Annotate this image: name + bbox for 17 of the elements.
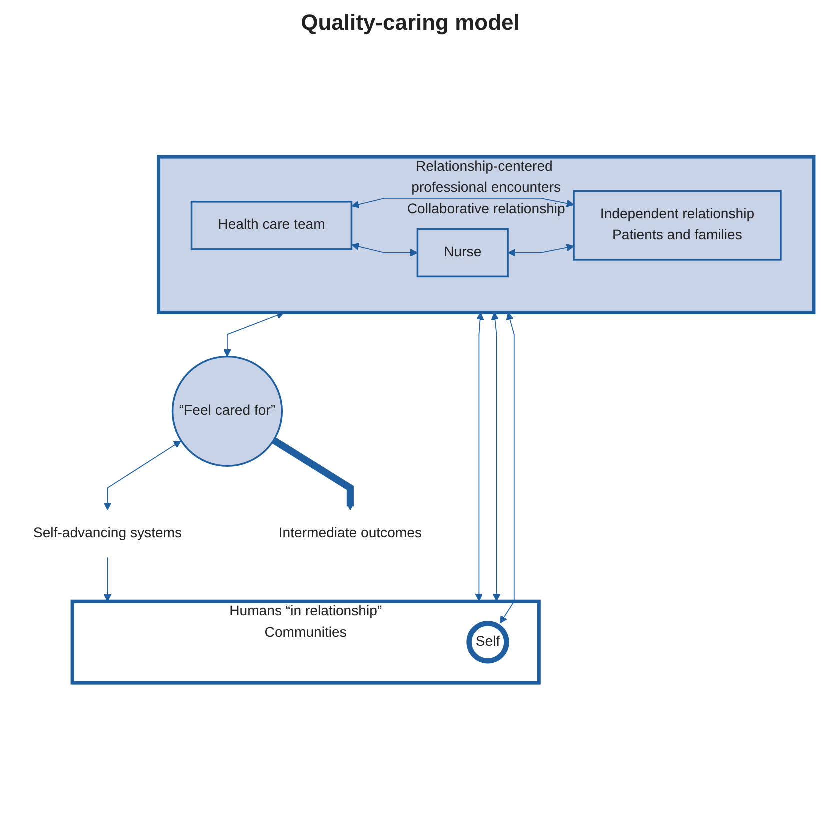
node-circle: “Feel cared for” (172, 356, 284, 467)
arrow (500, 312, 515, 624)
node-text: Intermediate outcomes (278, 526, 422, 541)
node-box: Nurse (416, 228, 509, 278)
diagram-title: Quality-caring model (300, 10, 521, 36)
node-circle: Self (466, 620, 510, 664)
arrow (104, 557, 112, 602)
node-box: Health care team (190, 200, 353, 250)
node-box: Independent relationship Patients and families (573, 190, 782, 261)
node-text: Self-advancing systems (33, 526, 182, 541)
arrow (104, 440, 182, 510)
arrow (508, 244, 574, 257)
arrow (272, 437, 354, 510)
arrow (352, 198, 574, 208)
arrow (475, 312, 484, 602)
arrow (491, 312, 501, 602)
arrow (352, 242, 418, 257)
